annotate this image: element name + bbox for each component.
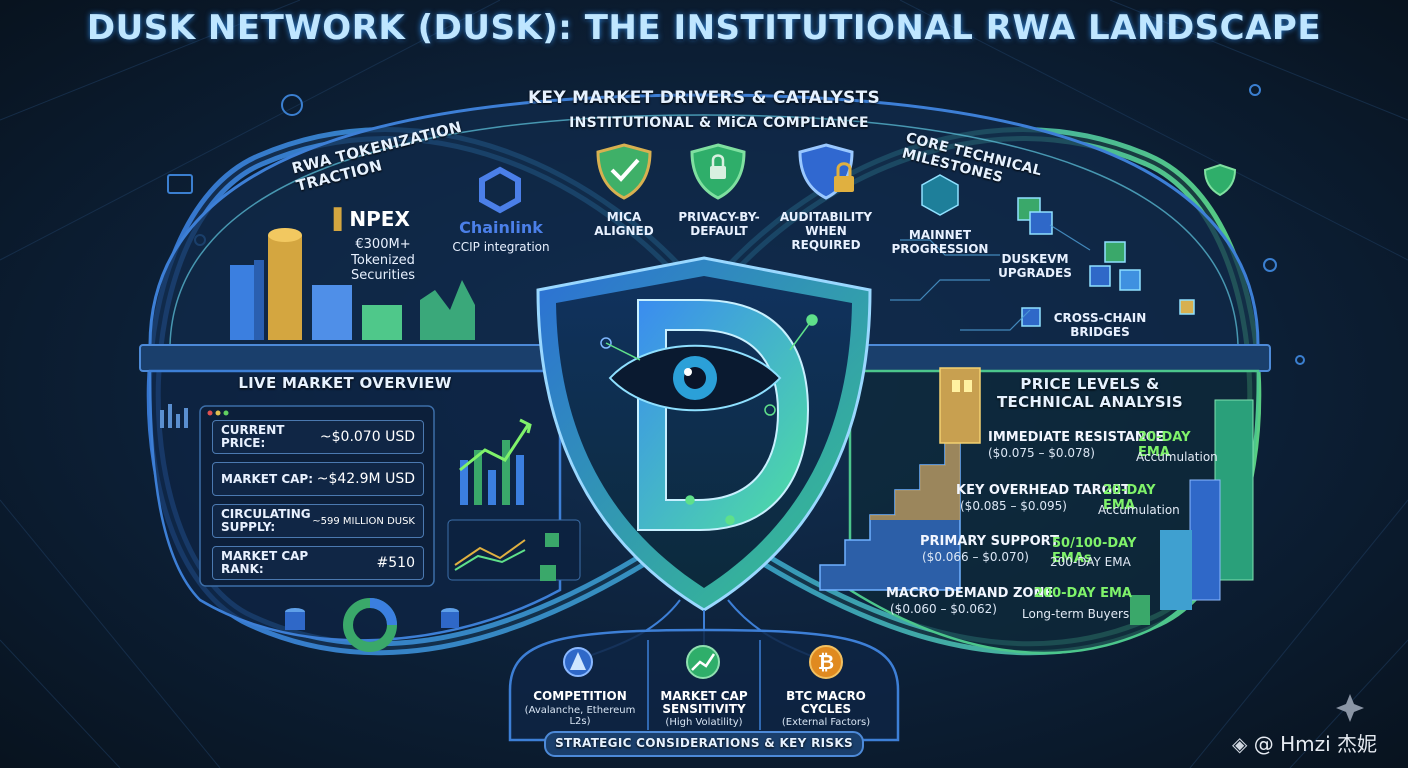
binance-diamond-icon: ◈ xyxy=(1232,732,1248,756)
risk-title: BTC MACRO CYCLES xyxy=(786,689,866,716)
price-level-ema: 20-DAY EMA xyxy=(1138,430,1191,460)
price-level-range: ($0.060 – $0.062) xyxy=(890,602,997,616)
market-row-key: MARKET CAP RANK: xyxy=(221,549,309,576)
compliance-item-audit: AUDITABILITY WHEN REQUIRED xyxy=(779,210,873,252)
chainlink-desc: CCIP integration xyxy=(452,240,550,254)
risk-sub: (Avalanche, Ethereum L2s) xyxy=(524,705,636,727)
npex-desc: Tokenized Securities xyxy=(350,253,416,283)
risk-title: MARKET CAP SENSITIVITY xyxy=(660,689,748,716)
risk-sub: (External Factors) xyxy=(781,717,871,728)
npex-logo: ▌NPEX xyxy=(334,207,410,231)
watermark-text: @ Hmzi 杰妮 xyxy=(1253,732,1378,756)
market-row-key: MARKET CAP: xyxy=(221,471,314,486)
milestone-mainnet: MAINNET PROGRESSION xyxy=(891,228,989,256)
drivers-header: KEY MARKET DRIVERS & CATALYSTS xyxy=(527,88,881,108)
market-row-value: ~$0.070 USD xyxy=(319,429,415,445)
price-level-support: PRIMARY SUPPORT 50/100-DAY EMAs ($0.066 … xyxy=(920,534,1170,570)
price-level-note: Accumulation xyxy=(1136,450,1218,464)
market-row-key: CIRCULATING SUPPLY: xyxy=(221,507,311,534)
price-level-note: Accumulation xyxy=(1098,503,1180,517)
price-level-range: ($0.075 – $0.078) xyxy=(988,446,1095,460)
price-levels-header: PRICE LEVELS & TECHNICAL ANALYSIS xyxy=(980,375,1200,411)
npex-mark-icon: ▌ xyxy=(334,207,350,231)
market-row-key: CURRENT PRICE: xyxy=(221,423,285,450)
milestone-bridges: CROSS-CHAIN BRIDGES xyxy=(1053,311,1147,339)
market-row-value: ~$42.9M USD xyxy=(316,471,415,487)
price-level-title: IMMEDIATE RESISTANCE xyxy=(988,430,1165,445)
risks-header: STRATEGIC CONSIDERATIONS & KEY RISKS xyxy=(555,736,853,750)
price-levels-header-line2: TECHNICAL ANALYSIS xyxy=(996,393,1183,411)
npex-value: €300M+ xyxy=(355,237,411,252)
market-header: LIVE MARKET OVERVIEW xyxy=(238,374,452,392)
risk-btc: BTC MACRO CYCLES (External Factors) xyxy=(766,689,886,729)
page-title: DUSK NETWORK (DUSK): THE INSTITUTIONAL R… xyxy=(86,8,1322,48)
chainlink-logo: Chainlink xyxy=(459,218,543,237)
price-level-resistance: IMMEDIATE RESISTANCE 20-DAY EMA ($0.075 … xyxy=(988,430,1218,466)
market-row-cap: MARKET CAP: ~$42.9M USD xyxy=(212,462,424,496)
compliance-item-mica: MICA ALIGNED xyxy=(594,210,654,238)
price-level-ema: 20-DAY EMA xyxy=(1103,483,1156,513)
watermark: ◈ @ Hmzi 杰妮 xyxy=(1232,728,1377,757)
market-row-price: CURRENT PRICE: ~$0.070 USD xyxy=(212,420,424,454)
risk-competition: COMPETITION (Avalanche, Ethereum L2s) xyxy=(520,689,640,728)
compliance-item-privacy: PRIVACY-BY-DEFAULT xyxy=(678,210,760,238)
shield-lock-icon xyxy=(690,142,746,200)
risk-sub: (High Volatility) xyxy=(665,717,743,728)
price-level-title: PRIMARY SUPPORT xyxy=(920,534,1059,549)
market-row-supply: CIRCULATING SUPPLY: ~599 MILLION DUSK xyxy=(212,504,424,538)
price-level-ema: 200-DAY EMA xyxy=(1034,586,1132,601)
shield-check-icon xyxy=(596,142,652,200)
price-level-range: ($0.085 – $0.095) xyxy=(960,499,1067,513)
risk-title: COMPETITION xyxy=(533,689,627,703)
market-row-value: #510 xyxy=(376,555,415,571)
compliance-header: INSTITUTIONAL & MiCA COMPLIANCE xyxy=(569,115,869,131)
milestone-duskevm: DUSKEVM UPGRADES xyxy=(998,252,1072,280)
price-level-title: KEY OVERHEAD TARGET xyxy=(956,483,1131,498)
price-level-ema: 50/100-DAY EMAs xyxy=(1052,536,1137,566)
price-level-note: 200-DAY EMA xyxy=(1050,555,1131,569)
price-level-range: ($0.066 – $0.070) xyxy=(922,550,1029,564)
price-level-target: KEY OVERHEAD TARGET 20-DAY EMA ($0.085 –… xyxy=(956,483,1186,519)
market-row-rank: MARKET CAP RANK: #510 xyxy=(212,546,424,580)
market-row-value: ~599 MILLION DUSK xyxy=(312,515,415,527)
npex-logo-text: NPEX xyxy=(349,207,410,231)
price-level-title: MACRO DEMAND ZONE xyxy=(886,586,1054,601)
price-level-demand: MACRO DEMAND ZONE 200-DAY EMA ($0.060 – … xyxy=(886,586,1146,622)
price-level-note: Long-term Buyers xyxy=(1022,607,1130,621)
shield-padlock-icon xyxy=(798,142,854,200)
price-levels-header-line1: PRICE LEVELS & xyxy=(1020,375,1160,393)
svg-text:₿: ₿ xyxy=(818,650,834,674)
risk-market-cap: MARKET CAP SENSITIVITY (High Volatility) xyxy=(650,689,758,729)
